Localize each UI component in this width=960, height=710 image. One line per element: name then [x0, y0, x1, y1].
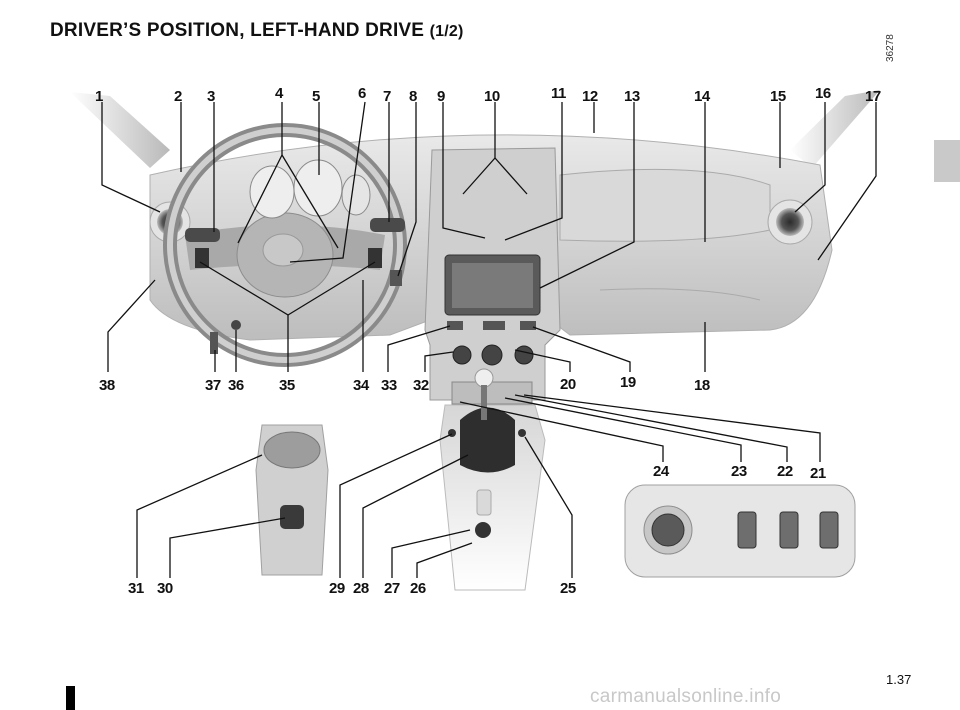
right-steering-switch: [368, 248, 382, 268]
page-title-part: (1/2): [429, 23, 464, 40]
callout-13: 13: [624, 88, 640, 105]
leader-lines: [101, 101, 877, 578]
callout-19: 19: [620, 374, 636, 391]
glovebox-line: [599, 288, 761, 301]
left-stalk: [185, 228, 220, 242]
callout-34: 34: [353, 377, 370, 394]
callout-30: 30: [157, 580, 173, 597]
left-steering-switch: [195, 248, 209, 268]
callout-6: 6: [358, 85, 366, 102]
cup-holder-switch: [280, 505, 304, 529]
switch-23-rocker: [779, 511, 799, 549]
tunnel-slot: [476, 489, 492, 516]
callout-32: 32: [413, 377, 429, 394]
callout-36: 36: [228, 377, 244, 394]
gear-lever-knob: [474, 368, 494, 388]
callout-37: 37: [205, 377, 221, 394]
callout-17: 17: [865, 88, 881, 105]
gear-lever-shaft: [481, 385, 487, 420]
callout-5: 5: [312, 88, 320, 105]
page-number: 1.37: [886, 672, 912, 687]
console-switch-right: [520, 321, 536, 330]
section-tab: [934, 140, 960, 182]
passenger-recess: [559, 168, 771, 242]
steering-wheel-rim-highlight: [167, 127, 403, 363]
console-switch-center: [483, 321, 505, 330]
callout-27: 27: [384, 580, 400, 597]
switch-24-rocker: [737, 511, 757, 549]
watermark: carmanualsonline.info: [590, 686, 782, 707]
callout-7: 7: [383, 88, 391, 105]
drive-mode-dial: [651, 513, 685, 547]
callout-31: 31: [128, 580, 144, 597]
switch-22-rocker: [819, 511, 839, 549]
climate-knob-right: [514, 345, 534, 365]
callout-11: 11: [551, 85, 566, 102]
callout-8: 8: [409, 88, 417, 105]
cup-holder: [263, 431, 321, 469]
gear-lever-gaiter: [460, 407, 515, 473]
multimedia-screen-glass: [452, 263, 533, 308]
callout-25: 25: [560, 580, 576, 597]
callout-2: 2: [174, 88, 182, 105]
callout-18: 18: [694, 377, 710, 394]
callout-numbers: 1 2 3 4 5 6 7 8 9 10 11 12 13 14 15 16 1…: [95, 85, 881, 597]
climate-knob-center: [481, 344, 503, 366]
callout-4: 4: [275, 85, 284, 102]
callout-21: 21: [810, 465, 826, 482]
callout-3: 3: [207, 88, 215, 105]
callout-15: 15: [770, 88, 786, 105]
callout-28: 28: [353, 580, 369, 597]
page-title: DRIVER’S POSITION, LEFT-HAND DRIVE (1/2): [50, 20, 464, 42]
bonnet-release: [210, 332, 218, 354]
callout-16: 16: [815, 85, 831, 102]
page-title-text: DRIVER’S POSITION, LEFT-HAND DRIVE: [50, 20, 425, 41]
callout-29: 29: [329, 580, 345, 597]
callout-24: 24: [653, 463, 670, 480]
steering-wheel-logo: [262, 233, 304, 267]
console-switch-left: [447, 321, 463, 330]
right-side-vent: [776, 208, 804, 236]
callout-1: 1: [95, 88, 103, 105]
ignition-switch: [390, 270, 402, 286]
callout-33: 33: [381, 377, 397, 394]
steering-adjust-lever: [231, 320, 241, 330]
page-marker: [66, 686, 75, 710]
callout-10: 10: [484, 88, 500, 105]
left-a-pillar: [70, 92, 170, 168]
callout-14: 14: [694, 88, 711, 105]
callout-26: 26: [410, 580, 426, 597]
console-button-right: [518, 429, 526, 437]
callout-9: 9: [437, 88, 445, 105]
callout-38: 38: [99, 377, 115, 394]
climate-knob-left: [452, 345, 472, 365]
callout-20: 20: [560, 376, 576, 393]
fuel-gauge: [341, 174, 371, 216]
callout-35: 35: [279, 377, 295, 394]
callout-12: 12: [582, 88, 598, 105]
callout-23: 23: [731, 463, 747, 480]
right-a-pillar: [790, 90, 880, 168]
right-stalk: [370, 218, 405, 232]
tunnel-socket: [475, 522, 491, 538]
callout-22: 22: [777, 463, 793, 480]
